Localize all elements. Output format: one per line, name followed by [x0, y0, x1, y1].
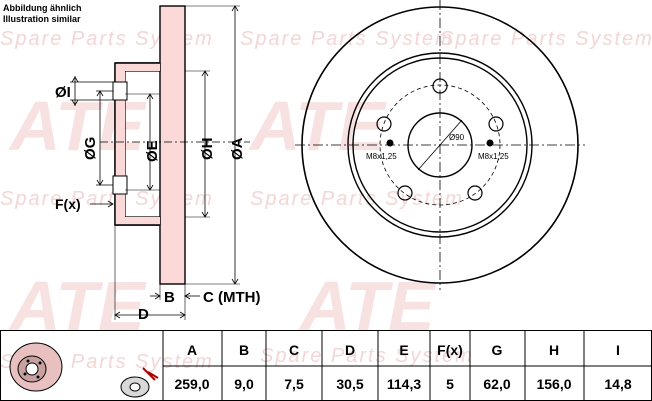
disc-side-thumbnail-icon	[120, 367, 159, 398]
notice-line-2: Illustration similar	[3, 14, 81, 24]
label-center-bore: Ø90	[449, 133, 465, 142]
label-C: C (MTH)	[203, 289, 260, 306]
header-D: D	[345, 342, 355, 358]
value-F: 5	[446, 376, 454, 392]
side-section-view	[70, 5, 250, 320]
value-B: 9,0	[234, 376, 254, 392]
header-I: I	[616, 342, 620, 358]
watermark-text-4: Spare Parts System	[0, 188, 214, 210]
notice-line-1: Abbildung ähnlich	[3, 3, 82, 13]
table-headers: A B C D E F(x) G H I	[187, 342, 620, 358]
watermark-text-2: Spare Parts System	[240, 28, 454, 50]
thread-hole-right	[486, 139, 494, 147]
bolt-holes	[376, 78, 504, 201]
label-B: B	[164, 289, 175, 306]
header-F: F(x)	[437, 342, 463, 358]
label-thread-left: M8x1,25	[366, 152, 397, 161]
watermark: ATE ATE ATE ATE Spare Parts System Spare…	[0, 28, 652, 373]
value-I: 14,8	[604, 376, 631, 392]
disc-thumbnail-icon	[9, 342, 63, 392]
watermark-text-1: Spare Parts System	[0, 28, 214, 50]
bolt-hole-top	[112, 81, 128, 101]
label-dia-H: ØH	[199, 138, 216, 161]
label-dia-E: ØE	[144, 140, 161, 162]
watermark-logo-4: ATE	[298, 267, 437, 345]
header-B: B	[239, 342, 249, 358]
friction-ring	[159, 5, 186, 285]
watermark-text-7: Spare Parts System	[260, 345, 474, 367]
hat-bottom-fill	[115, 217, 160, 225]
watermark-logo-3: ATE	[8, 267, 147, 345]
header-C: C	[289, 342, 299, 358]
value-G: 62,0	[483, 376, 510, 392]
label-dia-A: ØA	[229, 137, 246, 160]
header-H: H	[549, 342, 559, 358]
value-D: 30,5	[336, 376, 363, 392]
value-A: 259,0	[174, 376, 209, 392]
header-E: E	[399, 342, 408, 358]
value-E: 114,3	[387, 376, 421, 392]
value-H: 156,0	[536, 376, 571, 392]
hat-face-fill	[115, 63, 125, 225]
thread-hole-left	[386, 139, 394, 147]
label-thread-right: M8x1,25	[478, 152, 509, 161]
header-A: A	[187, 342, 197, 358]
bolt-hole-bottom	[112, 175, 128, 195]
front-view	[295, 0, 585, 290]
label-dia-G: ØG	[82, 137, 99, 160]
hat-top-fill	[115, 63, 160, 71]
watermark-text-3: Spare Parts System	[440, 28, 652, 50]
header-G: G	[492, 342, 503, 358]
table-values: 259,0 9,0 7,5 30,5 114,3 5 62,0 156,0 14…	[174, 376, 631, 392]
label-F: F(x)	[55, 196, 81, 212]
value-C: 7,5	[284, 376, 304, 392]
watermark-text-5: Spare Parts System	[250, 188, 464, 210]
label-dia-I: ØI	[55, 84, 71, 101]
watermark-logo-2: ATE	[248, 87, 387, 165]
label-D: D	[138, 306, 149, 323]
